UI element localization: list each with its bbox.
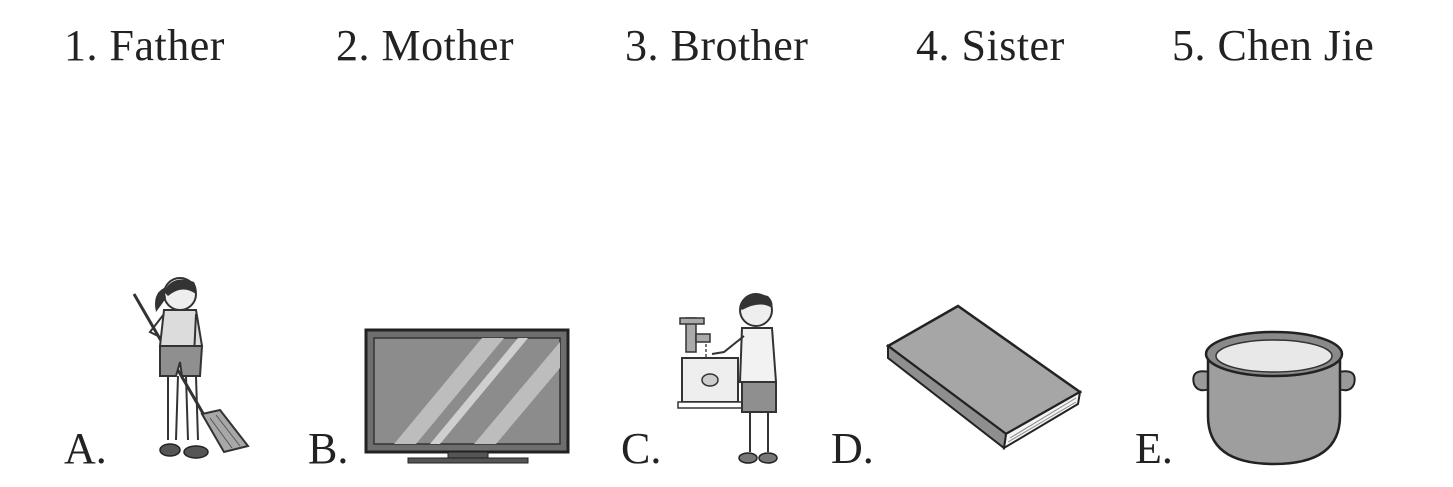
washing-hands-boy-picture	[676, 288, 786, 466]
names-row: 1. Father 2. Mother 3. Brother 4. Sister…	[0, 18, 1453, 78]
option-letter-c: C.	[621, 424, 662, 473]
television-picture	[364, 328, 572, 464]
option-letter-a: A.	[64, 424, 107, 473]
name-item-brother: 3. Brother	[625, 21, 809, 70]
option-letter-d: D.	[831, 424, 874, 473]
name-item-chen-jie: 5. Chen Jie	[1172, 21, 1375, 70]
option-letter-e: E.	[1135, 424, 1173, 473]
name-item-mother: 2. Mother	[336, 21, 515, 70]
name-item-father: 1. Father	[64, 21, 225, 70]
book-picture	[886, 302, 1084, 462]
option-letter-b: B.	[308, 424, 349, 473]
name-item-sister: 4. Sister	[916, 21, 1065, 70]
sweeping-girl-picture	[124, 272, 250, 464]
cooking-pot-picture	[1188, 324, 1360, 468]
